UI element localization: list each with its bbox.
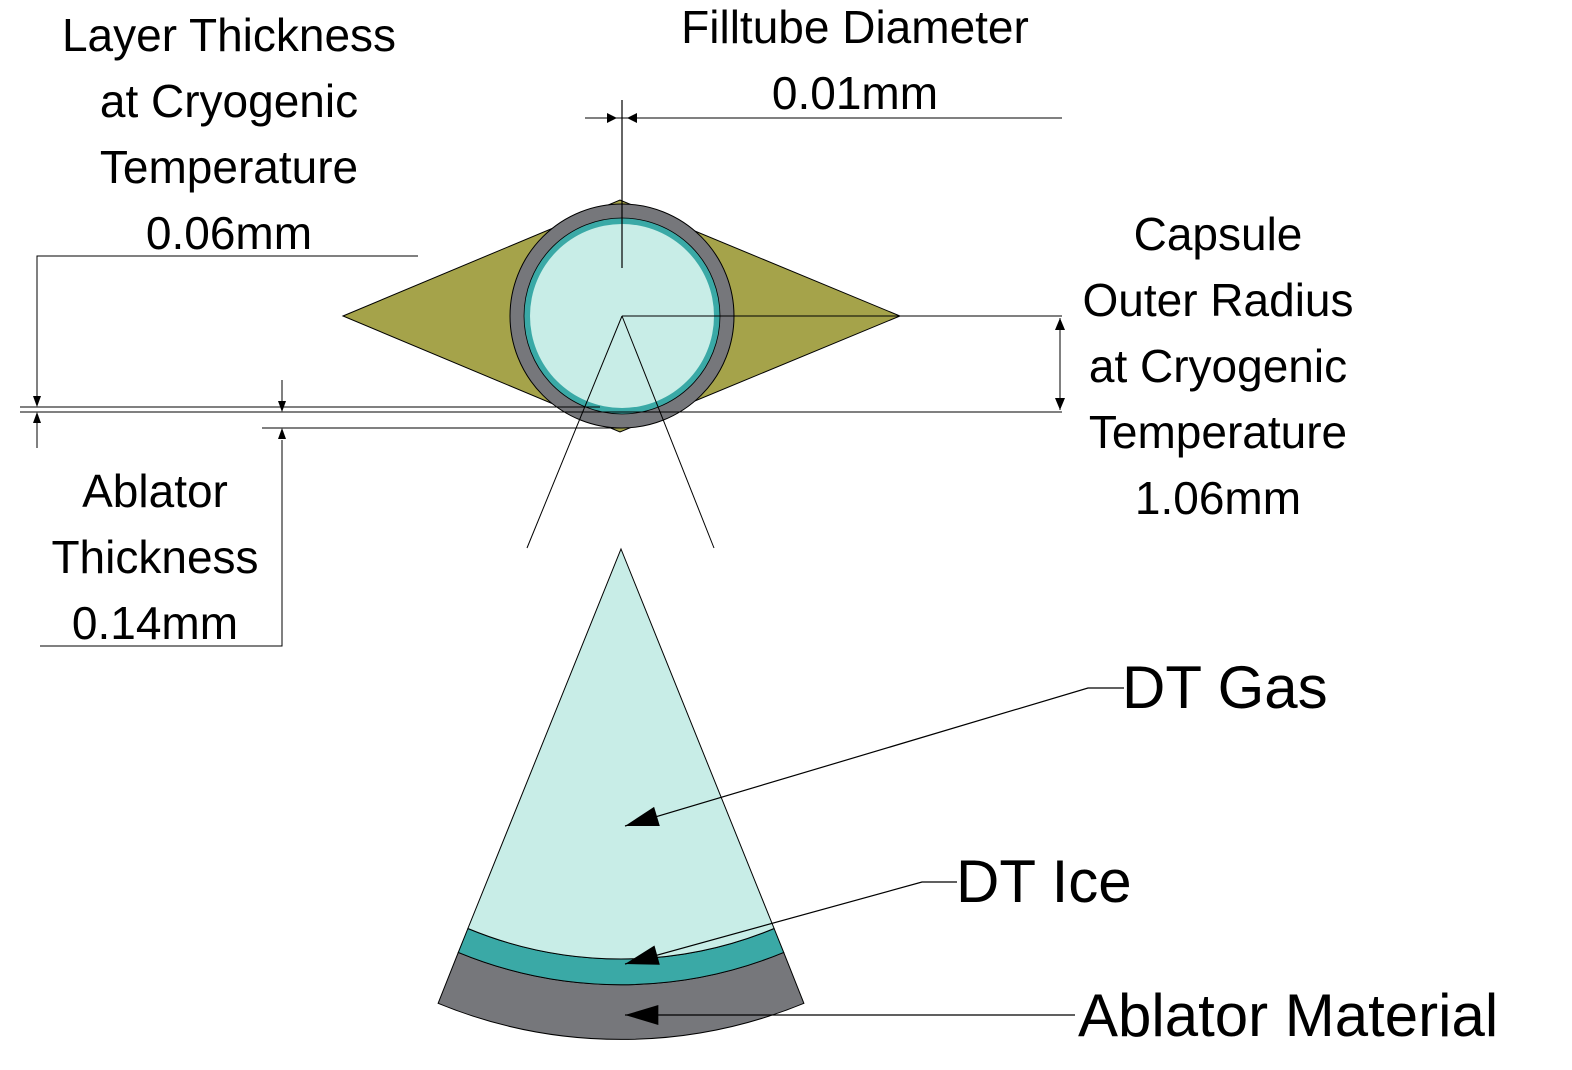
dt-ice-leader: [624, 881, 957, 965]
ablator-thickness-value: 0.14mm: [71, 597, 239, 649]
wedge-gas: [467, 547, 775, 960]
filltube-diameter-line-1: Filltube Diameter: [681, 1, 1029, 53]
layer-arrow-up: [33, 412, 41, 423]
filltube-diameter-label: Filltube Diameter 0.01mm: [640, 0, 1070, 126]
dt-ice-label: DT Ice: [956, 848, 1132, 915]
cone-line-right: [621, 315, 715, 549]
cone-line-left: [526, 315, 623, 549]
layer-arrow-down: [33, 396, 41, 407]
capsule-radius-line-1: Capsule: [1133, 208, 1303, 260]
dt-gas-leader: [624, 687, 1124, 827]
layer-leader: [36, 255, 418, 398]
radius-arrow-top: [1055, 318, 1065, 330]
layer-thickness-label: Layer Thickness at Cryogenic Temperature…: [20, 2, 438, 266]
filltube-diameter-value: 0.01mm: [771, 67, 939, 119]
capsule-outer-radius-label: Capsule Outer Radius at Cryogenic Temper…: [1040, 201, 1396, 531]
ablator-thickness-label: Ablator Thickness 0.14mm: [20, 458, 290, 656]
layer-thickness-value: 0.06mm: [145, 207, 313, 259]
ablator-arrow-up: [278, 428, 286, 439]
capsule-radius-line-3: at Cryogenic: [1088, 340, 1348, 392]
ablator-thickness-line-2: Thickness: [51, 531, 259, 583]
ablator-thickness-line-1: Ablator: [82, 465, 228, 517]
ablator-leader: [40, 440, 283, 647]
layer-thickness-line-2: at Cryogenic: [99, 75, 359, 127]
layer-thickness-line-1: Layer Thickness: [61, 9, 397, 61]
dt-gas-label: DT Gas: [1122, 654, 1328, 721]
capsule-radius-line-2: Outer Radius: [1082, 274, 1354, 326]
capsule-radius-line-4: Temperature: [1088, 406, 1348, 458]
capsule-radius-value: 1.06mm: [1134, 472, 1302, 524]
radius-arrow-bottom: [1055, 398, 1065, 410]
ablator-material-label: Ablator Material: [1078, 982, 1499, 1049]
ablator-arrow-down: [278, 401, 286, 412]
layer-thickness-line-3: Temperature: [99, 141, 359, 193]
